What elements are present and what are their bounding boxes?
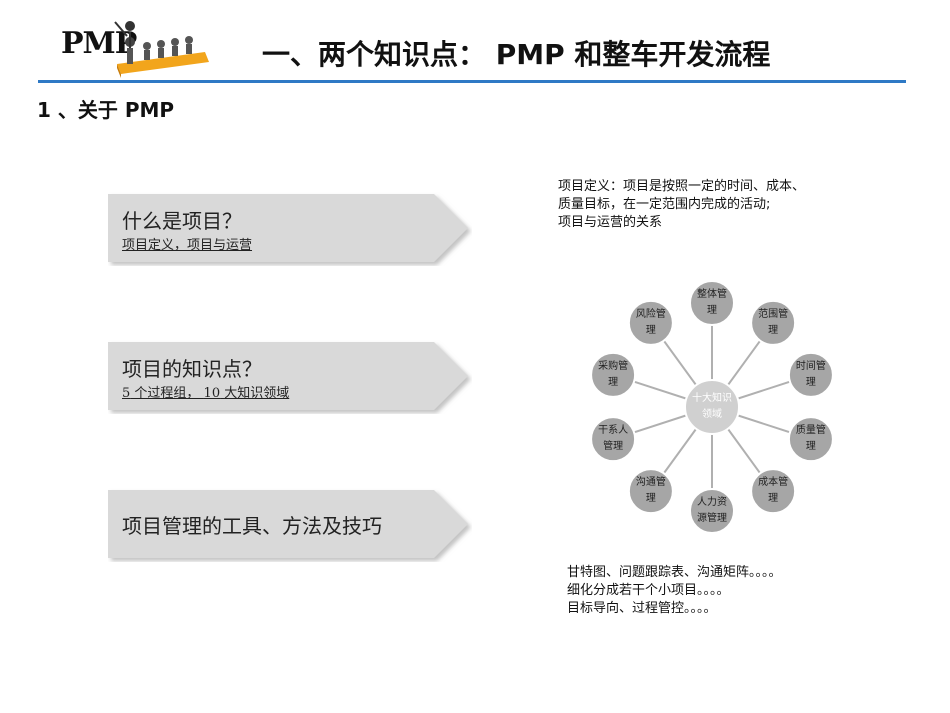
arrow-shape	[108, 342, 468, 410]
arrow-title: 项目管理的工具、方法及技巧	[122, 514, 382, 538]
area-node-label: 质量管理	[795, 425, 826, 453]
section-subtitle: 1 、关于 PMP	[37, 98, 175, 122]
center-label: 十大知识领域	[692, 393, 732, 420]
note-line: 质量目标，在一定范围内完成的活动;	[558, 197, 771, 212]
knowledge-areas-wheel: 十大知识领域整体管理范围管理时间管理质量管理成本管理人力资源管理 沟通管理干系人管…	[575, 270, 853, 534]
area-node-label: 风险管理	[635, 308, 666, 336]
arrow-shape	[108, 490, 468, 558]
area-node-label: 干系人管理	[598, 425, 629, 453]
arrow-title: 项目的知识点？	[122, 357, 262, 381]
area-node-circle	[590, 416, 637, 463]
area-node-label: 沟通管理	[635, 477, 666, 505]
arrow-link[interactable]: 项目定义，项目与运营	[122, 238, 253, 253]
page-title: 一、两个知识点： PMP 和整车开发流程	[262, 38, 771, 71]
link-part: 大知识领域	[220, 386, 290, 401]
area-node-circle	[750, 468, 797, 515]
area-node-circle	[590, 351, 637, 398]
note-line: 项目与运营的关系	[558, 215, 663, 230]
arrow-what-is-project: 什么是项目？ 项目定义，项目与运营	[108, 192, 472, 266]
pmp-logo: PMP	[55, 12, 215, 78]
title-divider	[38, 80, 906, 83]
link-part: 10	[203, 386, 221, 401]
area-node-circle	[787, 416, 834, 463]
area-node-circle	[787, 351, 834, 398]
area-node-label: 人力资源管理	[697, 497, 727, 524]
arrow-tools-methods: 项目管理的工具、方法及技巧	[108, 488, 472, 562]
area-node-label: 范围管理	[758, 308, 789, 336]
link-part: 5	[122, 386, 131, 401]
staircase-figures-icon	[114, 21, 209, 78]
note-line: 项目定义：项目是按照一定的时间、成本、	[558, 179, 806, 194]
arrow-knowledge-points: 项目的知识点？ 5 个过程组， 10 大知识领域	[108, 340, 472, 414]
tools-note: 甘特图、问题跟踪表、沟通矩阵。。。。 细化分成若干个小项目。。。。 目标导向、过…	[567, 564, 782, 618]
note-line: 细化分成若干个小项目。。。。	[567, 583, 730, 598]
area-node-circle	[627, 299, 674, 346]
center-circle	[684, 379, 740, 435]
note-line: 目标导向、过程管控。。。。	[567, 601, 717, 616]
arrow-shape	[108, 194, 468, 262]
arrow-link[interactable]: 5 个过程组， 10 大知识领域	[122, 382, 289, 401]
area-node-label: 成本管理	[758, 477, 789, 505]
area-node-label: 采购管理	[598, 360, 629, 388]
area-node-label: 时间管理	[795, 360, 826, 388]
link-part: 个过程组，	[130, 386, 204, 401]
area-node-circle	[750, 299, 797, 346]
wheel-graphic	[590, 280, 834, 534]
note-line: 甘特图、问题跟踪表、沟通矩阵。。。。	[567, 565, 782, 580]
arrow-title: 什么是项目？	[122, 209, 242, 233]
definition-note: 项目定义：项目是按照一定的时间、成本、 质量目标，在一定范围内完成的活动; 项目…	[558, 178, 805, 232]
area-node-circle	[689, 280, 735, 326]
area-node-circle	[627, 468, 674, 515]
area-node-label: 整体管理	[697, 289, 727, 316]
